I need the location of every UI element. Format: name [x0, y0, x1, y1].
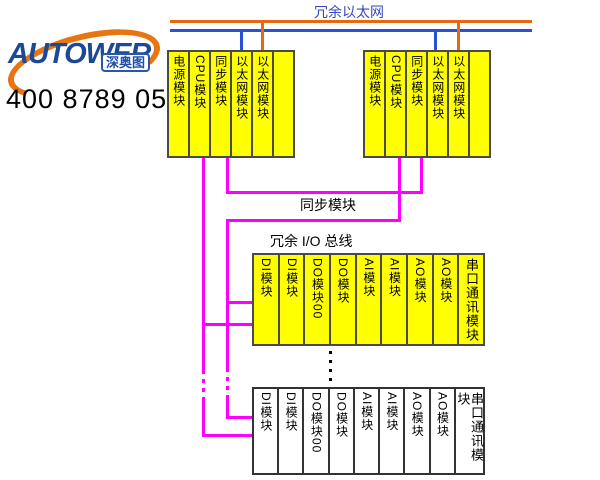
- sync-module-cell: 同步模块: [209, 52, 230, 156]
- controller-rack-2: 电源模块 CPU模块 同步模块 以太网模块 以太网模块: [363, 50, 491, 158]
- ethernet-a-drop-rack1: [261, 20, 264, 51]
- io-bus-a-stub-rack2: [202, 434, 254, 437]
- do-module-cell: DO模块00: [303, 255, 329, 344]
- module-label: AI模块: [359, 392, 374, 432]
- module-label: 以太网模块: [430, 55, 445, 120]
- module-label: DI模块: [258, 392, 273, 432]
- ai-module-cell: AI模块: [354, 255, 381, 344]
- sync-module-cell: 同步模块: [405, 52, 426, 156]
- io-bus-b-stub-rack2: [226, 416, 254, 419]
- module-label: DO模块00: [309, 392, 324, 454]
- module-label: AO模块: [435, 392, 450, 438]
- module-label: 同步模块: [213, 55, 228, 107]
- sync-link-line: [226, 191, 423, 194]
- ethernet-b-drop-rack1: [240, 29, 243, 51]
- di-module-cell: DI模块: [277, 255, 304, 344]
- module-label: AI模块: [387, 258, 402, 298]
- module-label: DI模块: [259, 258, 274, 298]
- do-module-cell: DO模块00: [302, 389, 327, 473]
- sync-link-drop-rack2: [420, 158, 423, 194]
- io-bus-b-stub-rack1: [226, 301, 254, 304]
- io-bus-b-horizontal: [226, 219, 401, 222]
- io-rack-1: DI模块 DI模块 DO模块00 DO模块 AI模块 AI模块 AO模块 AO模…: [252, 253, 485, 346]
- module-label: AI模块: [385, 392, 399, 432]
- cpu-module-cell: CPU模块: [188, 52, 209, 156]
- module-label: AO模块: [413, 258, 428, 304]
- module-label: 串口通讯模块: [455, 392, 485, 462]
- module-label: DI模块: [284, 258, 299, 298]
- power-module-cell: 电源模块: [365, 52, 384, 156]
- power-module-cell: 电源模块: [169, 52, 188, 156]
- ao-module-cell: AO模块: [428, 389, 454, 473]
- ai-module-cell: AI模块: [380, 255, 406, 344]
- module-label: DO模块: [334, 392, 349, 438]
- module-label: DO模块: [336, 258, 351, 304]
- module-label: AI模块: [361, 258, 376, 298]
- module-label: 同步模块: [409, 55, 424, 107]
- module-label: 以太网模块: [255, 55, 270, 120]
- ao-module-cell: AO模块: [431, 255, 458, 344]
- io-bus-b-dashed: [226, 368, 229, 396]
- sync-link-label: 同步模块: [300, 197, 356, 213]
- io-bus-a-vertical: [202, 158, 205, 370]
- module-label: 电源模块: [367, 55, 382, 107]
- di-module-cell: DI模块: [277, 389, 302, 473]
- module-label: AO模块: [410, 392, 425, 438]
- module-label: CPU模块: [388, 55, 403, 110]
- ao-module-cell: AO模块: [406, 255, 432, 344]
- io-bus-b-vertical: [226, 219, 229, 368]
- controller-rack-1: 电源模块 CPU模块 同步模块 以太网模块 以太网模块: [167, 50, 295, 158]
- di-module-cell: DI模块: [254, 255, 278, 344]
- module-label: AO模块: [438, 258, 453, 304]
- serial-comm-module-cell: 串口通讯模块: [453, 389, 485, 473]
- phone-number: 400 8789 055: [6, 84, 184, 114]
- ethernet-b-drop-rack2: [434, 29, 437, 51]
- io-bus-b-vertical-lower: [226, 396, 229, 419]
- module-label: DO模块00: [310, 258, 325, 320]
- module-label: 以太网模块: [234, 55, 249, 120]
- module-label: CPU模块: [192, 55, 207, 110]
- ethernet-bus-a-line: [170, 20, 532, 23]
- module-label: 以太网模块: [451, 55, 466, 120]
- io-bus-drop-cpu2: [398, 158, 401, 222]
- serial-comm-module-cell: 串口通讯模块: [457, 255, 483, 344]
- di-module-cell: DI模块: [254, 389, 277, 473]
- ethernet-a-drop-rack2: [457, 20, 460, 51]
- cpu-module-cell: CPU模块: [384, 52, 405, 156]
- module-label: 串口通讯模块: [464, 258, 480, 342]
- io-rack-2: DI模块 DI模块 DO模块00 DO模块 AI模块 AI模块 AO模块 AO模…: [252, 387, 485, 475]
- empty-slot-cell: [272, 52, 293, 156]
- ao-module-cell: AO模块: [403, 389, 428, 473]
- ethernet-module-cell: 以太网模块: [447, 52, 468, 156]
- ethernet-module-cell: 以太网模块: [230, 52, 251, 156]
- redundant-ethernet-label: 冗余以太网: [314, 4, 384, 20]
- ethernet-module-cell: 以太网模块: [251, 52, 272, 156]
- ethernet-module-cell: 以太网模块: [426, 52, 447, 156]
- sync-link-drop-rack1: [226, 158, 229, 194]
- more-racks-ellipsis: [329, 351, 332, 381]
- ethernet-bus-b-line: [170, 29, 532, 32]
- ai-module-cell: AI模块: [378, 389, 403, 473]
- io-bus-a-vertical-lower: [202, 400, 205, 437]
- io-bus-a-dashed: [202, 370, 205, 400]
- empty-slot-cell: [468, 52, 489, 156]
- module-label: 电源模块: [171, 55, 186, 107]
- ai-module-cell: AI模块: [352, 389, 378, 473]
- do-module-cell: DO模块: [327, 389, 353, 473]
- module-label: DI模块: [284, 392, 299, 432]
- logo-chinese-name: 深奥图: [101, 53, 151, 72]
- do-module-cell: DO模块: [329, 255, 355, 344]
- redundant-io-bus-label: 冗余 I/O 总线: [270, 233, 353, 249]
